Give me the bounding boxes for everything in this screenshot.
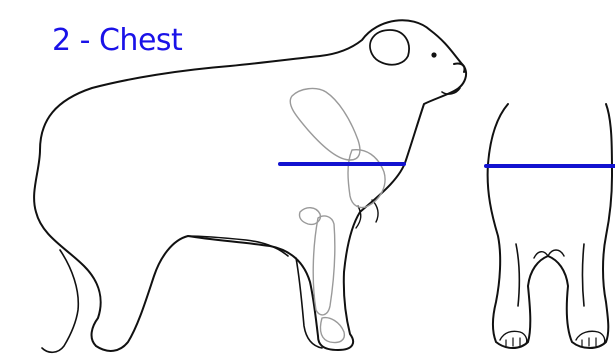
dog-front-fur xyxy=(533,249,565,259)
dog-mouth xyxy=(441,87,461,95)
dog-nose xyxy=(453,62,466,73)
dog-ear xyxy=(369,29,410,66)
skeleton-overlay xyxy=(289,87,386,344)
elbow-joint xyxy=(298,207,322,226)
dog-belly-line xyxy=(187,235,289,257)
paw-bones xyxy=(319,316,346,344)
dog-front-view xyxy=(484,103,615,349)
dog-front-outline xyxy=(486,103,613,349)
dog-front-right-leg xyxy=(581,243,585,307)
dog-hind-leg-line xyxy=(41,249,80,354)
dog-front-left-leg xyxy=(515,243,521,307)
dog-front-left-paw xyxy=(499,330,528,345)
radius-bone xyxy=(312,215,336,316)
dog-chest-fur xyxy=(355,199,379,229)
dog-eye xyxy=(431,52,437,58)
dog-front-toes xyxy=(505,337,597,347)
diagram-title: 2 - Chest xyxy=(52,23,183,58)
dog-front-right-paw xyxy=(575,330,606,345)
dog-foreleg-line xyxy=(295,257,323,349)
humerus-bone xyxy=(347,149,386,209)
dog-side-view xyxy=(33,19,468,354)
scapula-bone xyxy=(289,87,361,161)
dog-side-outline xyxy=(33,19,468,352)
